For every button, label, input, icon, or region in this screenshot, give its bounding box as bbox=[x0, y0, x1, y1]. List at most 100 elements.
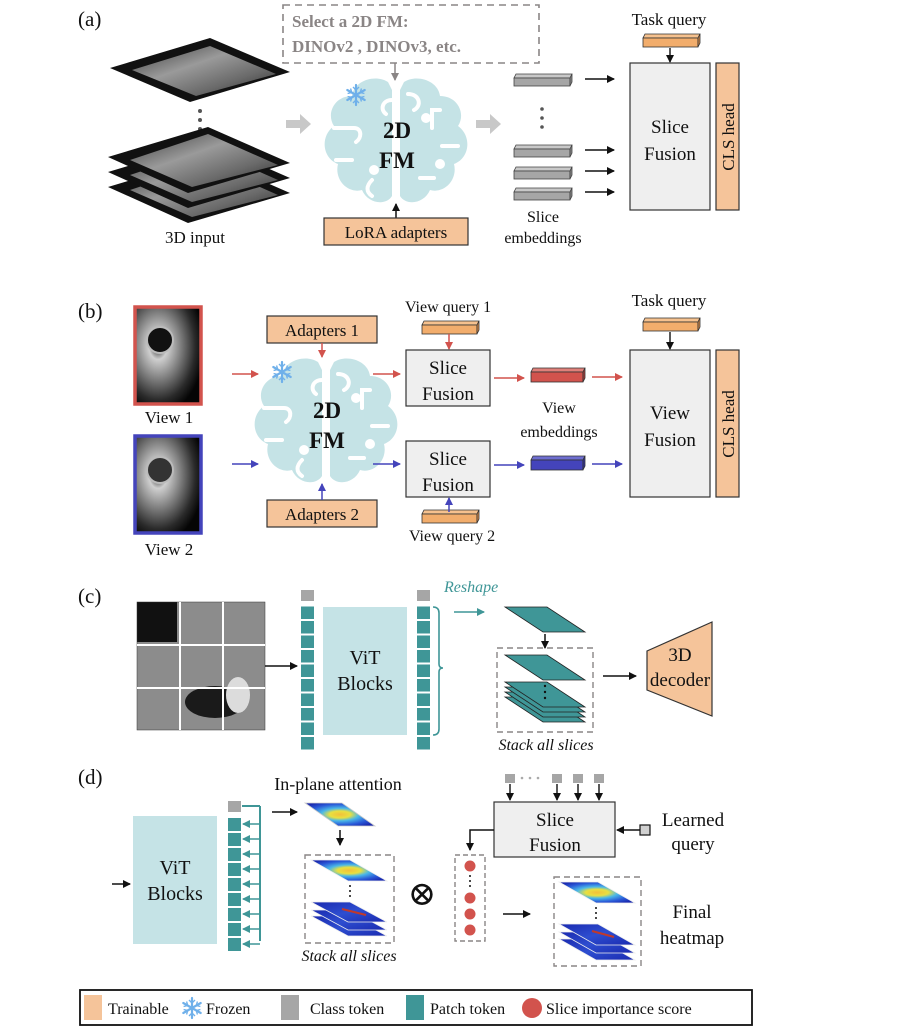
class-token bbox=[552, 774, 562, 783]
task-query-label: Task query bbox=[632, 10, 707, 29]
ct-patch-grid bbox=[136, 601, 266, 731]
patch-token bbox=[228, 923, 241, 936]
panel-b-label: (b) bbox=[78, 299, 103, 323]
slice-fusion2-box bbox=[405, 440, 491, 498]
class-token bbox=[505, 774, 515, 783]
adapters1-box bbox=[266, 315, 378, 344]
task-query-b-label: Task query bbox=[632, 291, 707, 310]
class-token bbox=[417, 590, 430, 601]
panel-c-label: (c) bbox=[78, 584, 101, 608]
patch-token bbox=[301, 621, 314, 634]
lora-label: LoRA adapters bbox=[345, 223, 447, 242]
patch-token bbox=[301, 679, 314, 692]
select-fm-title: Select a 2D FM: bbox=[292, 12, 409, 31]
slice-fusion-d-box bbox=[493, 801, 616, 858]
class-token bbox=[301, 590, 314, 601]
patch-token bbox=[228, 938, 241, 951]
patch-token bbox=[417, 708, 430, 721]
slice-embedding-token bbox=[513, 73, 573, 87]
legend-label: Slice importance score bbox=[546, 1001, 692, 1018]
view-query1-label: View query 1 bbox=[405, 299, 491, 316]
patch-token-swatch bbox=[406, 995, 424, 1020]
patch-token bbox=[301, 650, 314, 663]
patch-token bbox=[301, 606, 314, 619]
decoder-label-1: 3D bbox=[668, 645, 691, 666]
patch-token bbox=[228, 818, 241, 831]
patch-token bbox=[301, 664, 314, 677]
patch-token bbox=[417, 737, 430, 750]
patch-token bbox=[228, 863, 241, 876]
ct-slice-top bbox=[110, 38, 290, 102]
patch-token bbox=[417, 664, 430, 677]
patch-token bbox=[301, 737, 314, 750]
slice-fusion-box bbox=[629, 62, 711, 211]
patch-token bbox=[417, 693, 430, 706]
cls-head-b-box bbox=[715, 349, 740, 498]
multiply-operator: ⊗ bbox=[408, 876, 437, 913]
final-heatmap-stack bbox=[557, 881, 637, 961]
final-heatmap-box bbox=[553, 876, 642, 967]
view-fusion-box bbox=[629, 349, 711, 498]
flow-arrow-icon bbox=[476, 114, 501, 134]
ellipsis-dot bbox=[536, 776, 540, 780]
stack-label-d: Stack all slices bbox=[301, 948, 396, 965]
vit-label-2-c: Blocks bbox=[337, 673, 393, 695]
vit-blocks-d bbox=[133, 816, 217, 944]
patch-token bbox=[417, 635, 430, 648]
legend-label: Patch token bbox=[430, 1001, 505, 1018]
decoder-label-2: decoder bbox=[650, 670, 711, 691]
slice-fusion-label-1: Slice bbox=[651, 117, 689, 138]
legend-label: Class token bbox=[310, 1001, 384, 1018]
cls-head-label: CLS head bbox=[719, 103, 738, 171]
slice-fusion1-label-2: Fusion bbox=[422, 384, 474, 405]
fusion-to-scores-arrow bbox=[466, 829, 494, 851]
patch-token bbox=[228, 908, 241, 921]
input-caption: 3D input bbox=[165, 228, 225, 247]
patch-token bbox=[228, 878, 241, 891]
patch-token bbox=[228, 848, 241, 861]
view-query2-label: View query 2 bbox=[409, 528, 495, 545]
learned-query-token bbox=[639, 824, 651, 836]
slice-importance-scores bbox=[464, 860, 476, 936]
vit-blocks-c bbox=[323, 607, 407, 735]
inplane-attention-label: In-plane attention bbox=[274, 774, 401, 794]
fm-label-fm: FM bbox=[379, 148, 415, 173]
output-token-column bbox=[417, 590, 430, 750]
view-query2-token bbox=[421, 509, 480, 524]
panel-a-label: (a) bbox=[78, 7, 101, 31]
view1-label: View 1 bbox=[145, 408, 194, 427]
ellipsis-dot bbox=[520, 776, 524, 780]
trainable-swatch bbox=[84, 995, 102, 1020]
flow-arrow-icon bbox=[286, 114, 311, 134]
cls-head-box bbox=[715, 62, 740, 211]
stacked-attention-maps bbox=[309, 859, 389, 937]
token-column-d bbox=[228, 801, 241, 951]
patch-brace bbox=[432, 606, 444, 736]
patch-token bbox=[417, 606, 430, 619]
slice-fusion2-label-2: Fusion bbox=[422, 475, 474, 496]
view-query1-token bbox=[421, 320, 480, 335]
learned-query-label-1: Learned bbox=[662, 810, 725, 831]
view-embeddings-label-1: View bbox=[542, 400, 576, 417]
task-query-token bbox=[642, 33, 701, 48]
view-fusion-label-1: View bbox=[650, 403, 690, 424]
slice-embeddings bbox=[513, 73, 573, 201]
view1-image bbox=[133, 305, 203, 406]
embeddings-label-2: embeddings bbox=[504, 230, 581, 247]
view1-image-detail bbox=[146, 326, 174, 354]
patch-token bbox=[417, 650, 430, 663]
view-embedding-1 bbox=[530, 367, 586, 383]
vit-label-1-d: ViT bbox=[159, 857, 190, 879]
vit-label-2-d: Blocks bbox=[147, 883, 203, 905]
patch-token bbox=[301, 693, 314, 706]
fm-label-2d: 2D bbox=[383, 118, 411, 143]
reshape-label: Reshape bbox=[443, 579, 498, 596]
panel-d-label: (d) bbox=[78, 765, 103, 789]
attention-arrows bbox=[242, 820, 260, 948]
select-fm-options: DINOv2 , DINOv3, etc. bbox=[292, 37, 461, 56]
stack-label-c: Stack all slices bbox=[498, 737, 593, 754]
reshaped-slice bbox=[503, 606, 587, 633]
patch-token bbox=[301, 708, 314, 721]
ellipsis-dots bbox=[198, 109, 202, 131]
